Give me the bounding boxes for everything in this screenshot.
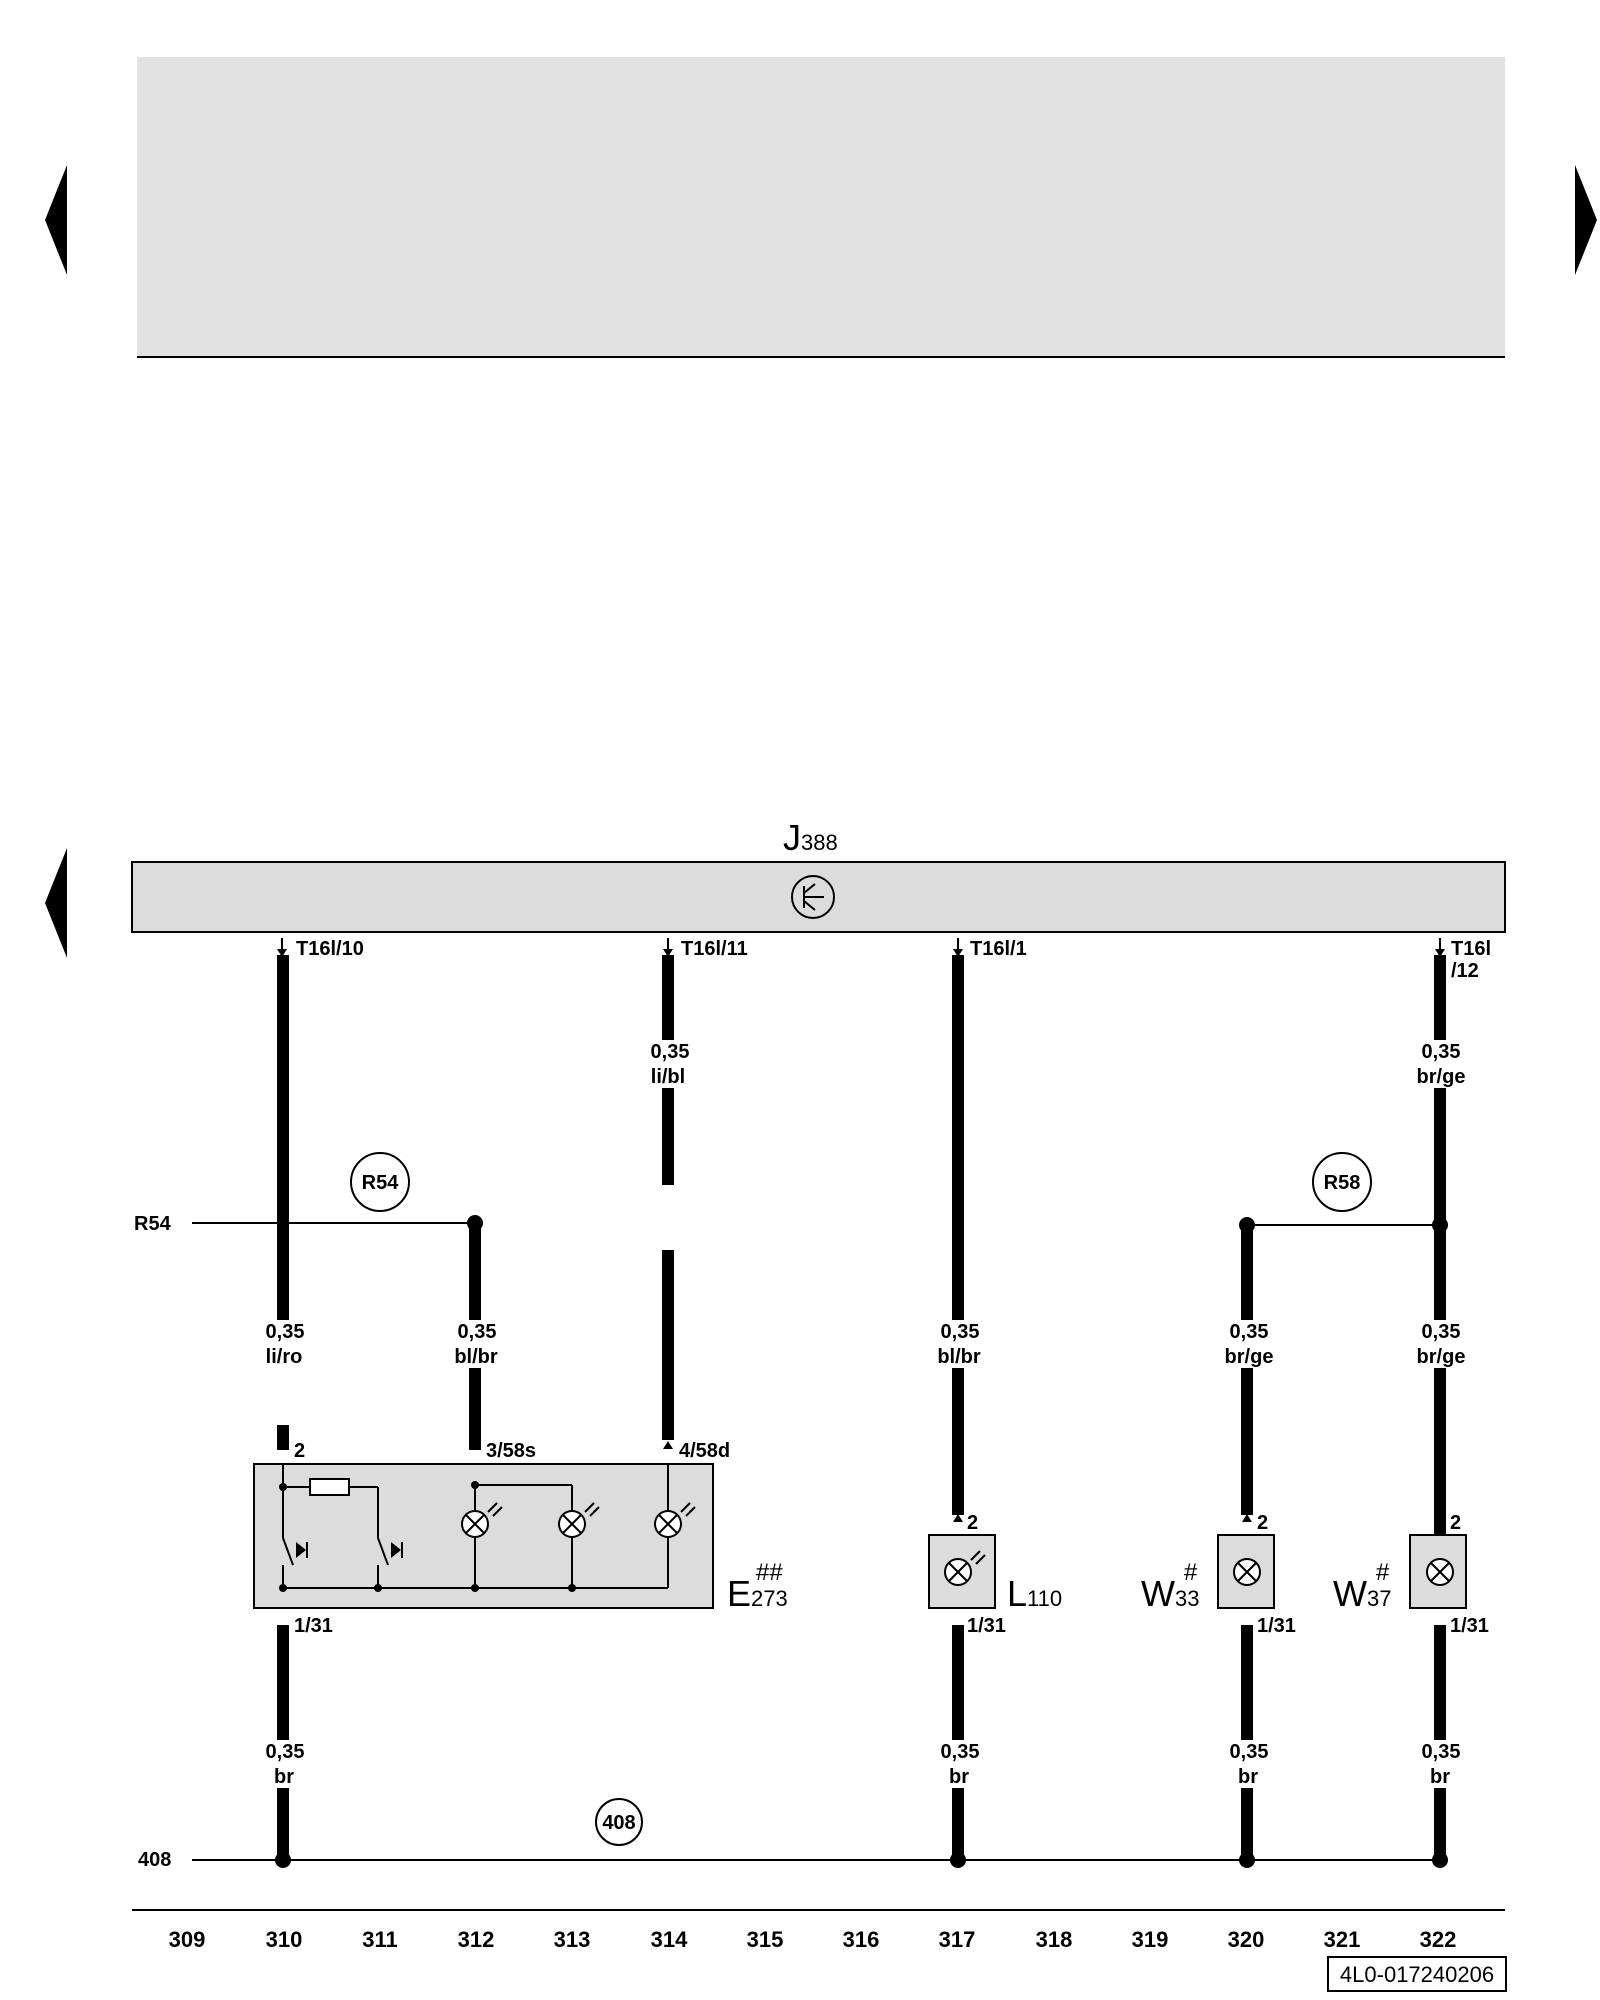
track-number: 318 (1036, 1927, 1073, 1952)
wire-color: br (1430, 1766, 1450, 1788)
wire-color: br/ge (1225, 1346, 1274, 1368)
pin-label: 1/31 (294, 1615, 333, 1637)
lamp-w37 (1409, 1534, 1467, 1609)
track-number: 322 (1420, 1927, 1457, 1952)
wire-size: 0,35 (1422, 1741, 1461, 1763)
terminal-t16l-10: T16l/10 (296, 938, 364, 960)
wire-segments (277, 955, 1446, 1860)
pin-label: 1/31 (967, 1615, 1006, 1637)
wire-size: 0,35 (1422, 1321, 1461, 1343)
prev-section-arrow-icon[interactable] (45, 848, 67, 958)
component-l110-label: L110 (1007, 1573, 1062, 1614)
pin-label: 1/31 (1257, 1615, 1296, 1637)
next-page-arrow-icon[interactable] (1575, 165, 1597, 275)
ground-408-circle-label: 408 (602, 1812, 635, 1834)
wire-size: 0,35 (1230, 1321, 1269, 1343)
r54-ref-circle (350, 1152, 410, 1212)
track-number: 316 (843, 1927, 880, 1952)
track-number: 312 (458, 1927, 495, 1952)
pin-label: 2 (294, 1440, 305, 1462)
diagram-code-box (1327, 1956, 1507, 1992)
track-number: 315 (747, 1927, 784, 1952)
light-emission-icon (487, 1502, 696, 1517)
r58-ref-circle-label: R58 (1324, 1172, 1361, 1194)
terminal-t16l-12: T16l (1451, 938, 1491, 960)
component-w33-label: W33 (1141, 1573, 1199, 1614)
r54-ref-circle-label: R54 (362, 1172, 400, 1194)
wire-label-bg (255, 1040, 1477, 1788)
track-number: 319 (1132, 1927, 1169, 1952)
track-number: 321 (1324, 1927, 1361, 1952)
component-e273-label: E273 (727, 1573, 788, 1614)
pin-arrows-down (278, 1628, 1445, 1636)
pin-arrows-up (278, 1441, 1445, 1522)
lamp-w33 (1217, 1534, 1275, 1609)
transistor-icon (791, 875, 835, 919)
track-number: 320 (1228, 1927, 1265, 1952)
terminal-t16l-1: T16l/1 (970, 938, 1027, 960)
track-number: 309 (169, 1927, 206, 1952)
wire-labels: 0,35 li/bl 0,35 br/ge 0,35 li/ro 0,35 bl… (266, 1041, 1466, 1788)
junction-dots (275, 1215, 1448, 1868)
wire-size: 0,35 (458, 1321, 497, 1343)
terminal-t16l-11: T16l/11 (681, 938, 748, 960)
current-track-numbers: 309 310 311 312 313 314 315 316 317 318 … (169, 1927, 1457, 1952)
wire-size: 0,35 (941, 1321, 980, 1343)
pin-labels: 2 3/58s 4/58d 1/31 2 1/31 2 1/31 2 1/31 (294, 1440, 1489, 1637)
header-panel (137, 57, 1505, 357)
component-w37-mark: # (1376, 1559, 1390, 1586)
track-number: 314 (651, 1927, 688, 1952)
lamp-l110 (928, 1534, 996, 1609)
pin-label: 4/58d (679, 1440, 730, 1462)
wire-color: br/ge (1417, 1346, 1466, 1368)
wire-size: 0,35 (1230, 1741, 1269, 1763)
track-number: 313 (554, 1927, 591, 1952)
prev-page-arrow-icon[interactable] (45, 165, 67, 275)
track-number: 311 (362, 1927, 398, 1952)
thin-lines (132, 1222, 1505, 1911)
wire-size: 0,35 (266, 1741, 305, 1763)
wire-color: br (1238, 1766, 1258, 1788)
wire-color: li/bl (651, 1066, 685, 1088)
wire-color: li/ro (266, 1346, 303, 1368)
r54-ref-label: R54 (134, 1213, 172, 1235)
bulb-icon (461, 1510, 682, 1538)
ground-408-label: 408 (138, 1849, 171, 1871)
component-e273-mark: ## (756, 1559, 783, 1586)
wire-size: 0,35 (266, 1321, 305, 1343)
r58-ref-circle (1312, 1152, 1372, 1212)
wire-color: br (274, 1766, 294, 1788)
track-number: 317 (939, 1927, 976, 1952)
pin-label: 2 (1450, 1512, 1461, 1534)
component-w37-label: W37 (1333, 1573, 1391, 1614)
wire-color: br/ge (1417, 1066, 1466, 1088)
connector-arrows (277, 938, 1445, 957)
control-unit-label: J388 (783, 817, 838, 858)
ground-408-circle (595, 1798, 643, 1846)
diagram-code: 4L0-017240206 (1340, 1962, 1494, 1987)
terminal-t16l-12-suffix: /12 (1451, 960, 1479, 982)
wire-color: bl/br (454, 1346, 498, 1368)
pin-label: 3/58s (486, 1440, 536, 1462)
component-w33-mark: # (1184, 1559, 1198, 1586)
wire-color: bl/br (937, 1346, 981, 1368)
wire-size: 0,35 (941, 1741, 980, 1763)
track-number: 310 (266, 1927, 303, 1952)
wire-color: br (949, 1766, 969, 1788)
wire-size: 0,35 (1422, 1041, 1461, 1063)
pin-label: 2 (967, 1512, 978, 1534)
pin-label: 2 (1257, 1512, 1268, 1534)
pin-label: 1/31 (1450, 1615, 1489, 1637)
switch-e273 (253, 1463, 714, 1609)
wire-size: 0,35 (651, 1041, 690, 1063)
